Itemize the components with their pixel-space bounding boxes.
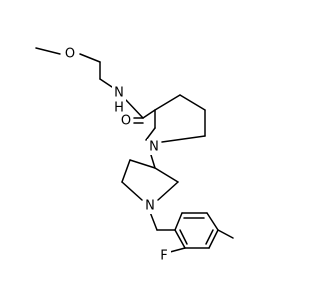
bond-methyl-o [35,47,61,55]
molecule-structure: O N H O N N F [35,46,234,264]
bond-benzene-1 [174,212,183,231]
atom-label-nitrogen-piperidine-b: N [145,199,155,214]
atom-label-nitrogen-piperidine-a: N [149,140,159,155]
bond-ring-b-3 [121,181,143,201]
atom-label-layer: O N H O N N F [63,46,171,264]
atom-label-oxygen-carbonyl: O [121,114,131,129]
atom-bg [119,113,133,129]
atom-bg [147,139,161,155]
atom-label-fluorine: F [160,249,167,264]
bond-ring-b-1 [129,159,156,169]
bond-layer [35,47,234,253]
atom-bg [143,198,157,214]
bond-ring-b-4 [157,181,179,201]
bond-ring-a-2 [179,94,206,111]
bond-o-ch2 [79,53,101,63]
atom-label-oxygen-ether: O [65,47,75,62]
bond-benzene-4 [208,229,219,249]
bond-benzene-inner-2 [205,229,214,245]
bond-benzene-6 [174,229,186,249]
bond-benzene-inner-3 [179,229,188,245]
bond-n-benzyl-ch2 [149,211,158,231]
atom-bg [157,248,171,264]
bond-ring-b-5 [154,167,179,183]
atom-bg [63,46,77,62]
bond-benzene-f [169,247,186,253]
bond-n-carbonyl [125,99,144,119]
bond-benzene-3 [206,212,219,231]
bond-ring-link [150,154,156,169]
bond-ring-b-2 [121,159,131,183]
atom-label-hydrogen-amide: H [114,101,124,116]
bond-ring-a-4 [161,135,206,143]
bond-ring-a-5 [145,127,156,141]
bond-carbonyl-ring [142,109,156,119]
bond-benzene-methyl [217,229,234,239]
atom-label-nitrogen-amide: N [114,86,124,101]
bond-ring-a-1 [154,94,181,111]
atom-bg [112,85,126,101]
bond-ch2-n [99,78,113,88]
